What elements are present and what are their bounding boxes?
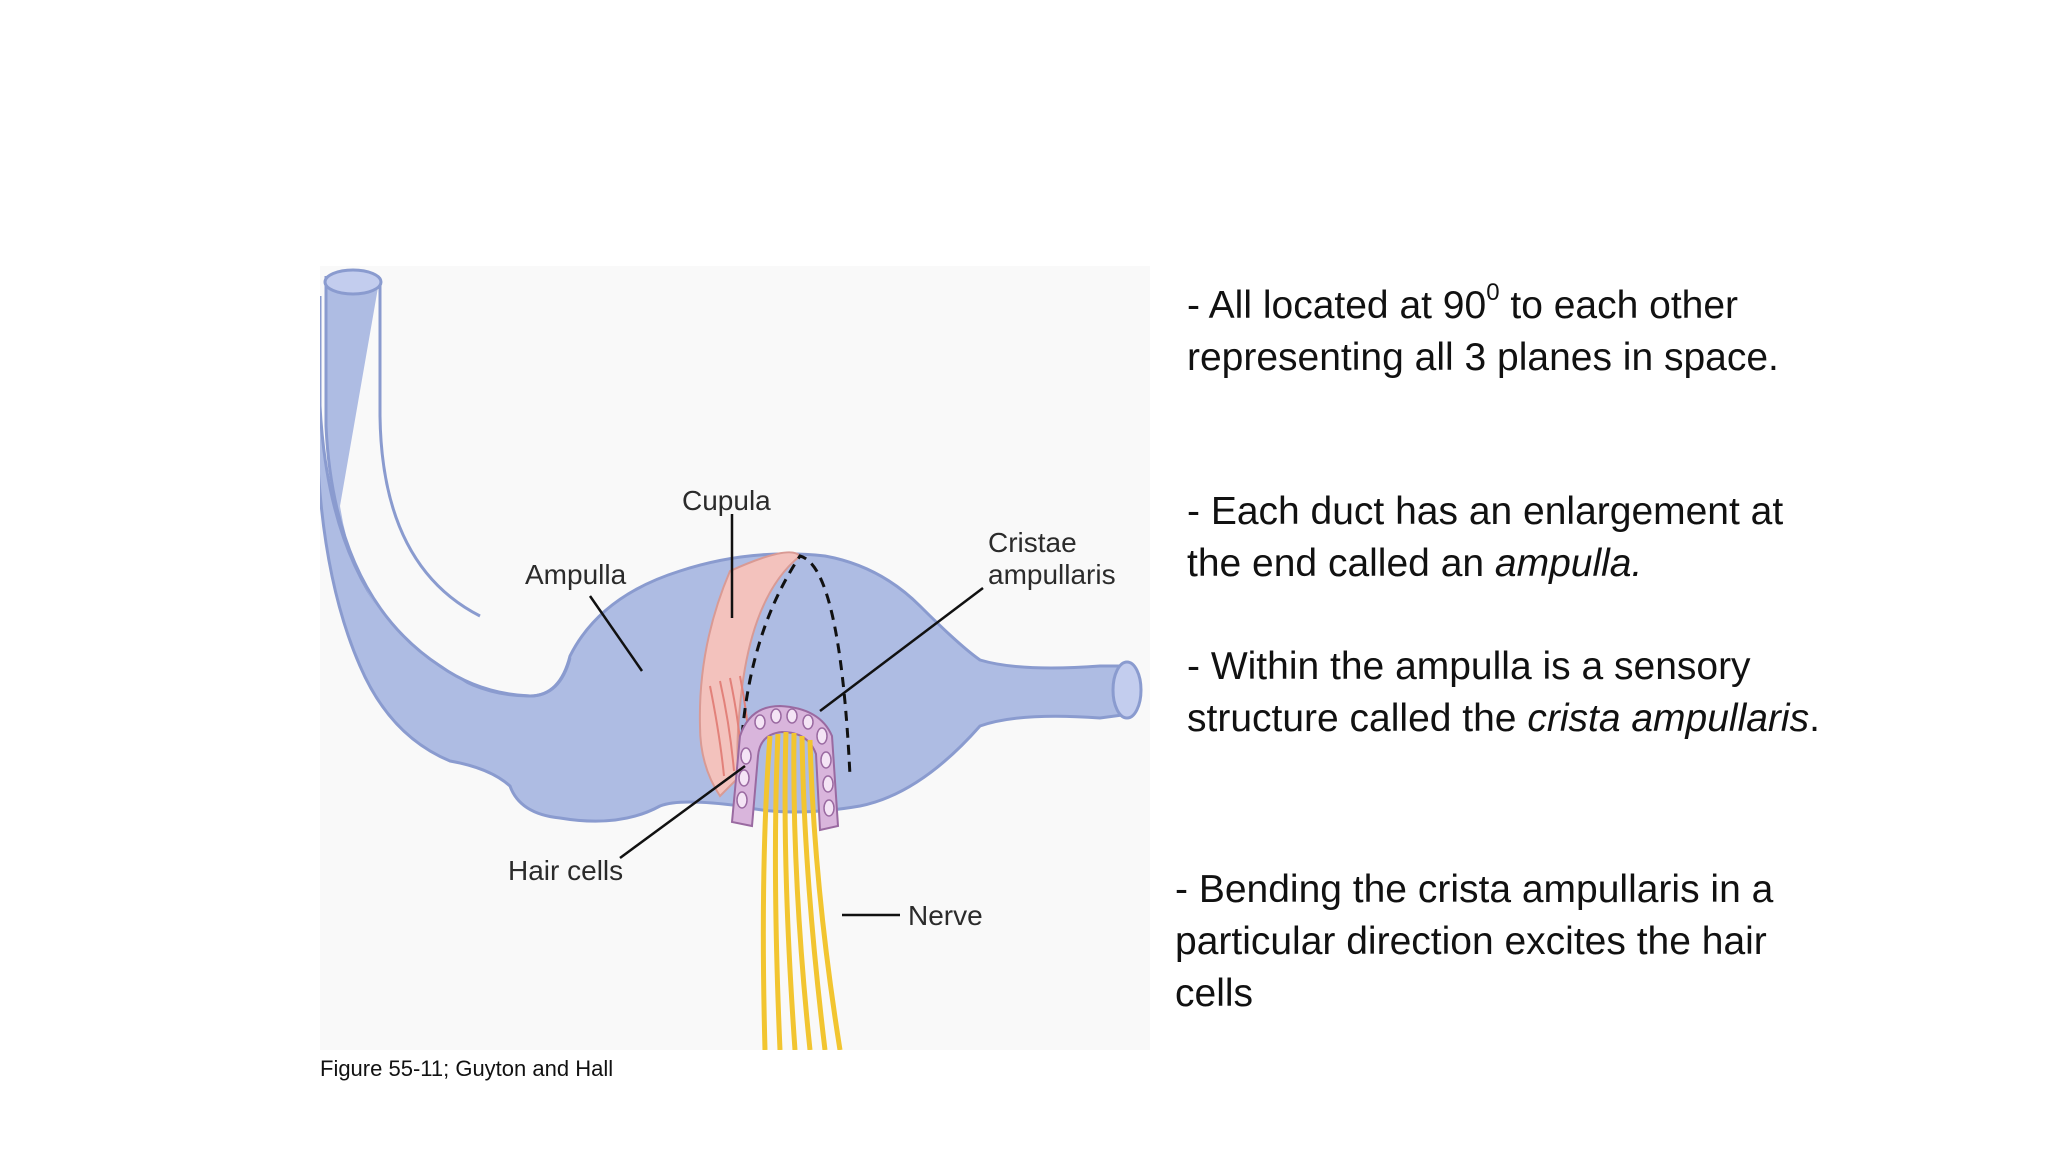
term-crista-ampullaris: crista ampullaris [1527, 697, 1810, 740]
cupula-dashed-outline [738, 554, 852, 787]
semicircular-duct-diagram: Ampulla Cupula Cristae ampullaris Hair c… [320, 266, 1150, 1050]
label-cupula: Cupula [682, 485, 771, 516]
label-cristae: Cristae [988, 527, 1077, 558]
term-ampulla: ampulla. [1494, 542, 1643, 585]
label-nerve: Nerve [908, 900, 983, 931]
figure-caption: Figure 55-11; Guyton and Hall [320, 1056, 614, 1081]
bullet-planes: - All located at 900 to each other repre… [1187, 280, 1827, 384]
duct-opening-right [1111, 660, 1143, 720]
degree-superscript: 0 [1486, 279, 1500, 306]
bullet-crista-text: - Within the ampulla is a sensory struct… [1187, 645, 1751, 740]
label-hair-cells: Hair cells [508, 855, 623, 886]
duct-opening-top [323, 268, 383, 296]
label-ampulla: Ampulla [525, 559, 627, 590]
hair-cells-leader [619, 764, 746, 860]
duct-tube [326, 276, 470, 686]
duct-tube-outline-right [378, 278, 481, 618]
crista-ampullaris [730, 704, 840, 832]
duct-tube-outline [324, 276, 572, 698]
bullet-ampulla-text: - Each duct has an enlargement at the en… [1187, 490, 1784, 585]
cristae-leader [819, 587, 984, 712]
cupula-fibers [709, 675, 751, 777]
bullet-planes-text: - All located at 90 [1187, 284, 1487, 327]
bullet-ampulla: - Each duct has an enlargement at the en… [1187, 486, 1827, 590]
bullet-bending: - Bending the crista ampullaris in a par… [1175, 868, 1774, 1015]
label-ampullaris: ampullaris [988, 559, 1116, 590]
bullet-planes-text-end: to each other representing all 3 planes … [1187, 284, 1779, 379]
bullet-crista-period: . [1809, 697, 1820, 740]
nerve [760, 731, 843, 1050]
ampulla-leader [588, 595, 644, 672]
bullet-crista: - Within the ampulla is a sensory struct… [1187, 641, 1827, 745]
hair-cells [736, 708, 835, 817]
